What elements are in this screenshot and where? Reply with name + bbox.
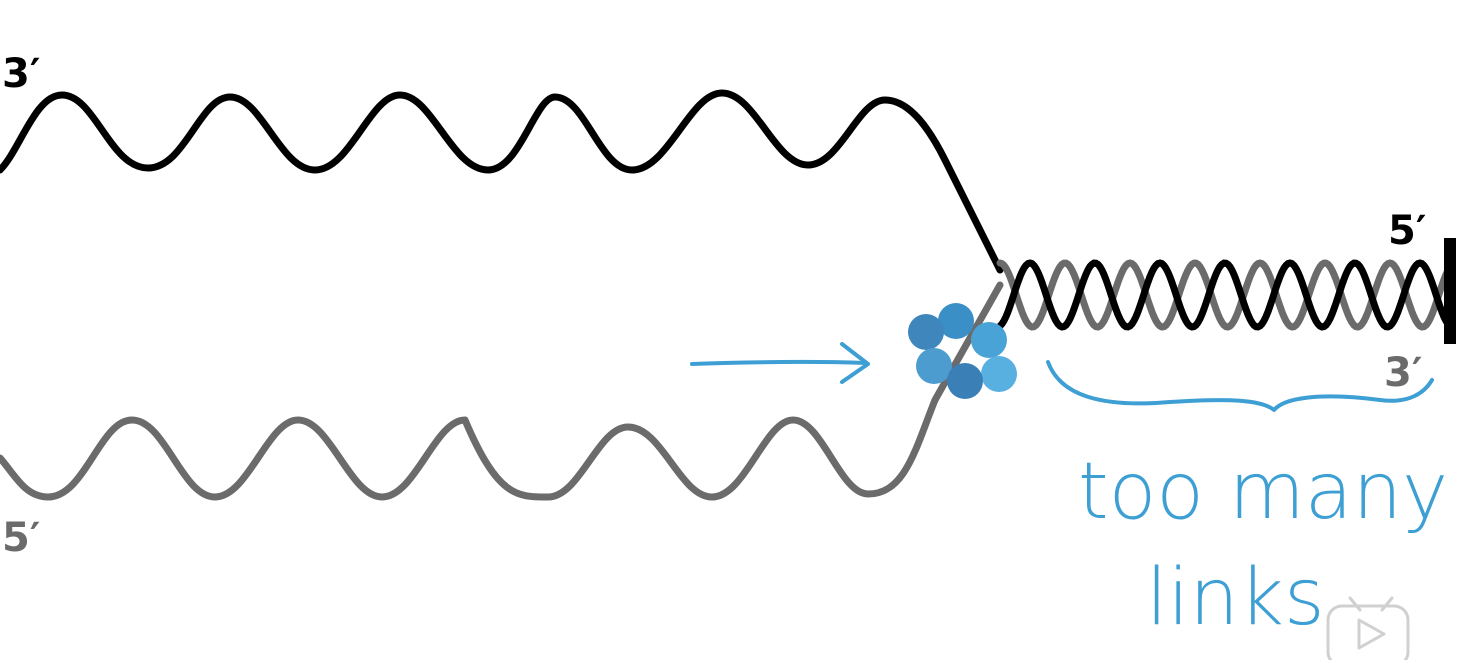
play-button-icon[interactable]	[1326, 596, 1410, 660]
top-strand-relaxed	[0, 89, 1004, 274]
enzyme-subunit	[947, 363, 983, 399]
bottom-strand-left-label: 5′	[2, 515, 40, 561]
enzyme-subunit	[908, 314, 944, 350]
annotation-line-2: links	[1146, 553, 1325, 643]
top-strand-coiled	[996, 259, 1454, 331]
bottom-strand-coiled	[996, 259, 1454, 331]
bottom-strand-coil-path	[996, 259, 1454, 331]
strand-end-bar	[1444, 238, 1456, 344]
enzyme-cluster-icon	[908, 303, 1017, 399]
top-strand-coil-path	[996, 259, 1454, 331]
annotation-line-1: too many	[1078, 447, 1448, 537]
enzyme-subunit	[971, 322, 1007, 358]
bottom-strand-right-label: 3′	[1384, 350, 1422, 396]
enzyme-subunit	[938, 303, 974, 339]
enzyme-subunit	[916, 348, 952, 384]
top-strand-left-label: 3′	[2, 51, 40, 97]
arrow-right-icon	[690, 342, 870, 384]
bottom-strand-relaxed	[0, 281, 1004, 501]
curly-brace-icon	[1046, 360, 1434, 412]
enzyme-subunit	[981, 356, 1017, 392]
top-strand-right-label: 5′	[1388, 208, 1426, 254]
